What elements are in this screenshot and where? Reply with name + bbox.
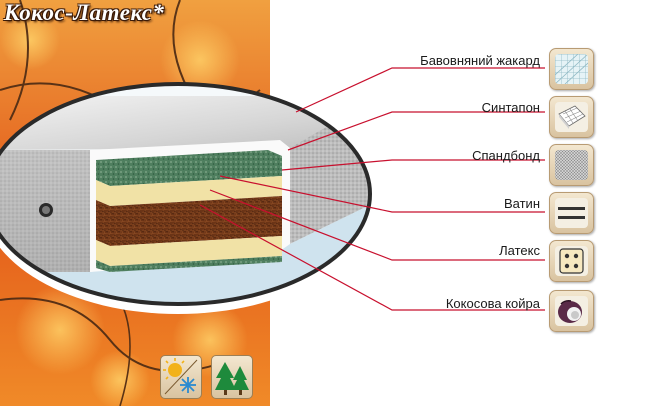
latex-icon bbox=[549, 240, 594, 282]
coconut-coir-icon bbox=[549, 290, 594, 332]
sun-snowflake-icon bbox=[160, 355, 202, 399]
detail-lens-rim bbox=[0, 82, 372, 306]
layer-label-batting: Ватин bbox=[503, 196, 540, 211]
layer-label-spunbond: Спандбонд bbox=[472, 148, 540, 163]
fir-trees-icon bbox=[211, 355, 253, 399]
mattress-body bbox=[0, 84, 370, 304]
cotton-jacquard-icon bbox=[549, 48, 594, 90]
sintepon-icon bbox=[549, 96, 594, 138]
layer-label-sintepon: Синтапон bbox=[481, 100, 540, 115]
product-title: Кокос-Латекс* bbox=[4, 0, 165, 25]
batting-icon bbox=[549, 192, 594, 234]
spunbond-icon bbox=[549, 144, 594, 186]
leader-lines bbox=[199, 67, 545, 311]
layer-label-cotton-jacquard: Бавовняний жакард bbox=[420, 53, 540, 68]
layer-label-coconut-coir: Кокосова койра bbox=[445, 296, 540, 311]
layer-label-latex: Латекс bbox=[499, 243, 540, 258]
